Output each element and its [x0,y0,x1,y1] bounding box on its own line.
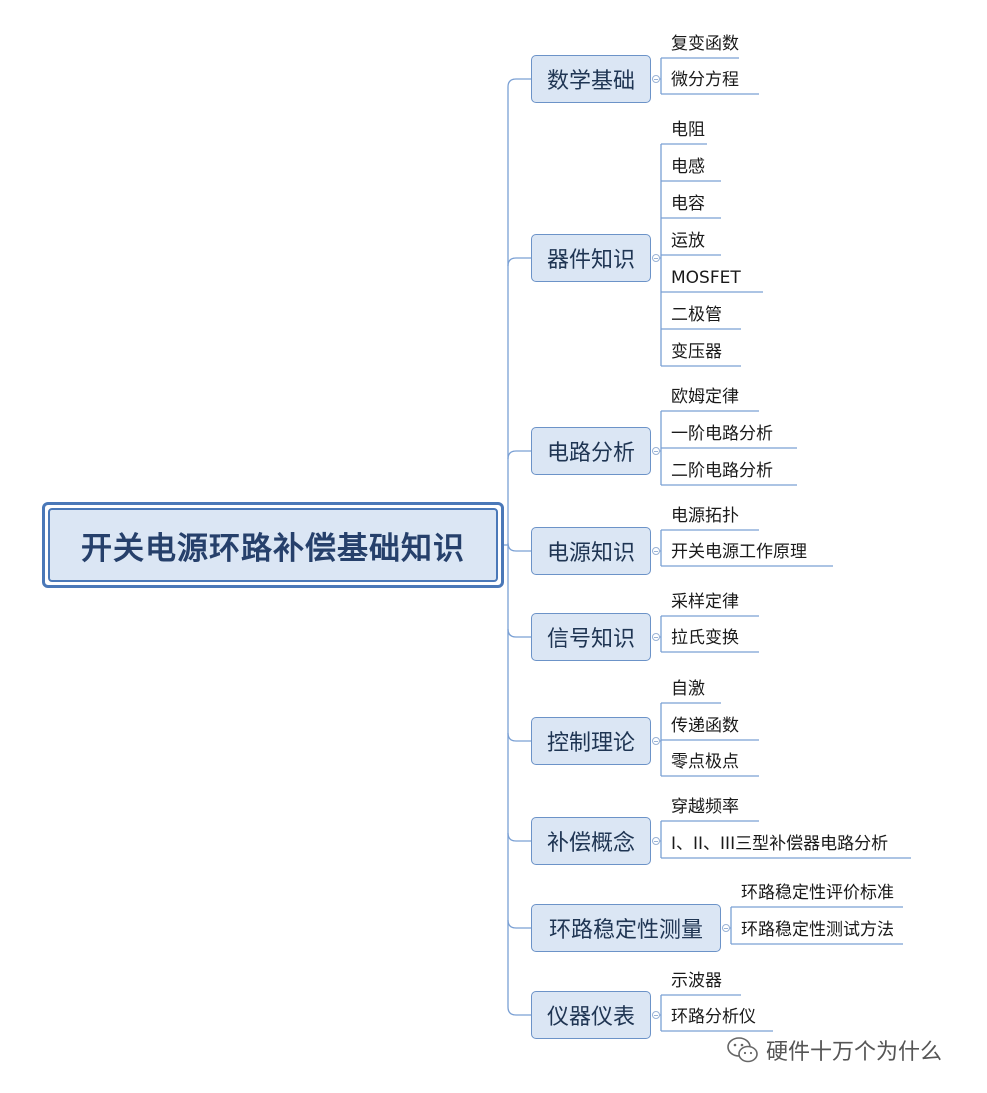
collapse-toggle-icon[interactable] [652,837,660,845]
branch-topic[interactable]: 环路稳定性测量 [531,904,721,952]
leaf-topic[interactable]: I、II、III三型补偿器电路分析 [671,834,889,854]
leaf-topic[interactable]: 穿越频率 [671,797,739,817]
leaf-topic[interactable]: 复变函数 [671,34,739,54]
collapse-toggle-icon[interactable] [652,447,660,455]
watermark: 硬件十万个为什么 [726,1034,942,1066]
leaf-topic[interactable]: 一阶电路分析 [671,424,773,444]
collapse-toggle-icon[interactable] [722,924,730,932]
root-topic[interactable]: 开关电源环路补偿基础知识 [42,502,504,588]
collapse-toggle-icon[interactable] [652,737,660,745]
leaf-topic[interactable]: 环路稳定性测试方法 [741,920,894,940]
leaf-topic[interactable]: 自激 [671,679,705,699]
branch-connector [507,1006,531,1016]
branch-topic-label: 数学基础 [546,69,635,94]
branch-connector [507,78,531,88]
root-topic-label: 开关电源环路补偿基础知识 [48,508,498,582]
branch-connector [507,257,531,267]
leaf-topic[interactable]: 运放 [671,231,705,251]
leaf-topic[interactable]: 电阻 [671,120,705,140]
branch-topic[interactable]: 补偿概念 [531,817,651,865]
collapse-toggle-icon[interactable] [652,1011,660,1019]
branch-connector [507,450,531,460]
leaf-topic[interactable]: 变压器 [671,342,722,362]
leaf-topic[interactable]: 示波器 [671,971,722,991]
leaf-topic[interactable]: MOSFET [671,268,741,288]
branch-topic[interactable]: 电路分析 [531,427,651,475]
leaf-topic[interactable]: 微分方程 [671,70,739,90]
collapse-toggle-icon[interactable] [652,254,660,262]
branch-connector [507,732,531,742]
leaf-topic[interactable]: 二极管 [671,305,722,325]
branch-topic-label: 电源知识 [546,541,635,566]
branch-topic-label: 控制理论 [546,731,635,756]
branch-connector [507,919,531,929]
leaf-topic[interactable]: 零点极点 [671,752,739,772]
branch-topic-label: 信号知识 [546,627,635,652]
collapse-toggle-icon[interactable] [652,547,660,555]
leaf-topic[interactable]: 开关电源工作原理 [671,542,807,562]
leaf-topic[interactable]: 传递函数 [671,716,739,736]
leaf-topic[interactable]: 拉氏变换 [671,628,739,648]
leaf-topic[interactable]: 环路稳定性评价标准 [741,883,894,903]
branch-topic[interactable]: 信号知识 [531,613,651,661]
branch-connector [507,832,531,842]
leaf-topic[interactable]: 欧姆定律 [671,387,739,407]
leaf-topic[interactable]: 电容 [671,194,705,214]
branch-topic[interactable]: 控制理论 [531,717,651,765]
collapse-toggle-icon[interactable] [652,633,660,641]
collapse-toggle-icon[interactable] [652,75,660,83]
branch-connector [507,628,531,638]
leaf-topic[interactable]: 电源拓扑 [671,506,739,526]
leaf-topic[interactable]: 环路分析仪 [671,1007,756,1027]
branch-topic[interactable]: 数学基础 [531,55,651,103]
branch-topic-label: 电路分析 [546,441,635,466]
leaf-topic[interactable]: 二阶电路分析 [671,461,773,481]
leaf-topic[interactable]: 电感 [671,157,705,177]
branch-topic-label: 补偿概念 [546,831,635,856]
branch-topic[interactable]: 电源知识 [531,527,651,575]
branch-topic-label: 仪器仪表 [546,1005,635,1030]
branch-topic[interactable]: 器件知识 [531,234,651,282]
branch-connector [507,542,531,552]
branch-topic[interactable]: 仪器仪表 [531,991,651,1039]
leaf-topic[interactable]: 采样定律 [671,592,739,612]
wechat-icon [727,1037,758,1063]
watermark-text: 硬件十万个为什么 [766,1040,943,1065]
branch-topic-label: 环路稳定性测量 [548,918,703,943]
branch-topic-label: 器件知识 [546,248,635,273]
